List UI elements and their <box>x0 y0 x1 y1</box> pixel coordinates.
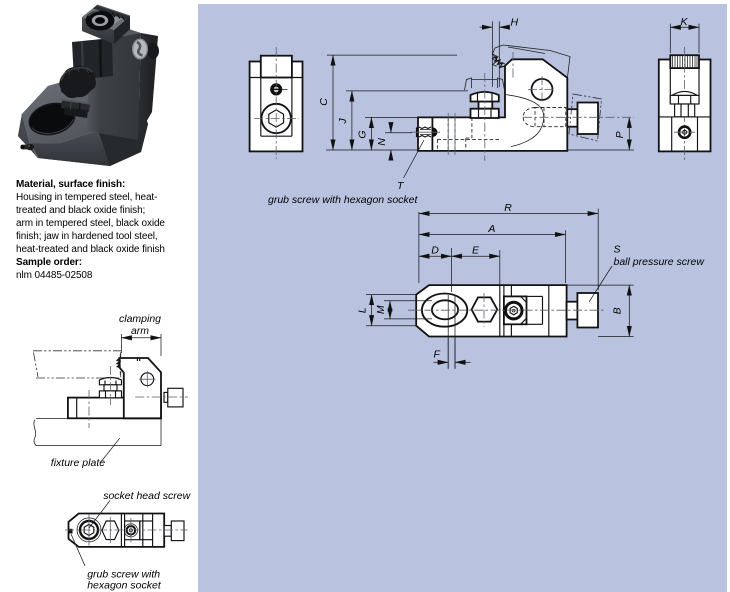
dim-label-P: P <box>614 131 626 138</box>
dim-label-N: N <box>376 138 388 146</box>
dim-label-T: T <box>397 180 405 192</box>
label-grub-screw-line1: grub screw with <box>87 569 160 581</box>
material-line: arm in tempered steel, black oxide <box>16 218 165 229</box>
end-view-left <box>248 47 304 159</box>
sample-order-value: nlm 04485-02508 <box>16 270 93 281</box>
dim-label-R: R <box>504 202 512 214</box>
product-photo <box>18 4 159 166</box>
material-line: Housing in tempered steel, heat- <box>16 192 158 203</box>
dim-label-C: C <box>318 98 330 106</box>
dim-label-B: B <box>612 307 624 314</box>
dim-label-L: L <box>357 307 369 313</box>
dim-label-F: F <box>434 349 441 361</box>
side-elevation-view: C J G N H P T grub screw with hexagon so… <box>268 17 634 206</box>
dim-label-G: G <box>357 130 369 138</box>
dim-label-M: M <box>375 305 387 314</box>
bottom-view-drawing: socket head screw grub screw with hexago… <box>65 490 192 592</box>
dim-label-H: H <box>511 17 519 29</box>
application-drawing: clamping arm fixture plate <box>33 313 188 469</box>
dim-label-K: K <box>680 16 688 28</box>
material-line: treated and black oxide finish; <box>16 205 146 216</box>
dim-label-A: A <box>487 223 495 235</box>
plan-view-annotation: ball pressure screw <box>614 256 706 268</box>
label-clamping-arm-line2: arm <box>131 325 149 337</box>
material-heading: Material, surface finish: <box>16 179 126 190</box>
label-clamping-arm-line1: clamping <box>119 313 161 325</box>
dim-label-S: S <box>614 243 621 255</box>
side-view-annotation: grub screw with hexagon socket <box>268 194 418 206</box>
dim-label-D: D <box>431 245 439 257</box>
dim-label-J: J <box>337 118 349 125</box>
material-info-block: Material, surface finish: Housing in tem… <box>16 178 196 282</box>
plan-view: R A D E L M B F S ball pressu <box>357 202 706 369</box>
label-socket-head-screw: socket head screw <box>103 490 191 502</box>
label-fixture-plate: fixture plate <box>51 457 105 469</box>
label-grub-screw-line2: hexagon socket <box>87 580 162 592</box>
end-view-right: K <box>657 16 712 162</box>
dim-label-E: E <box>472 245 480 257</box>
clamping-unit-illustration <box>18 4 159 166</box>
sample-order-heading: Sample order: <box>16 257 82 268</box>
material-line: heat-treated and black oxide finish <box>16 244 165 255</box>
material-line: finish; jaw in hardened tool steel, <box>16 231 158 242</box>
